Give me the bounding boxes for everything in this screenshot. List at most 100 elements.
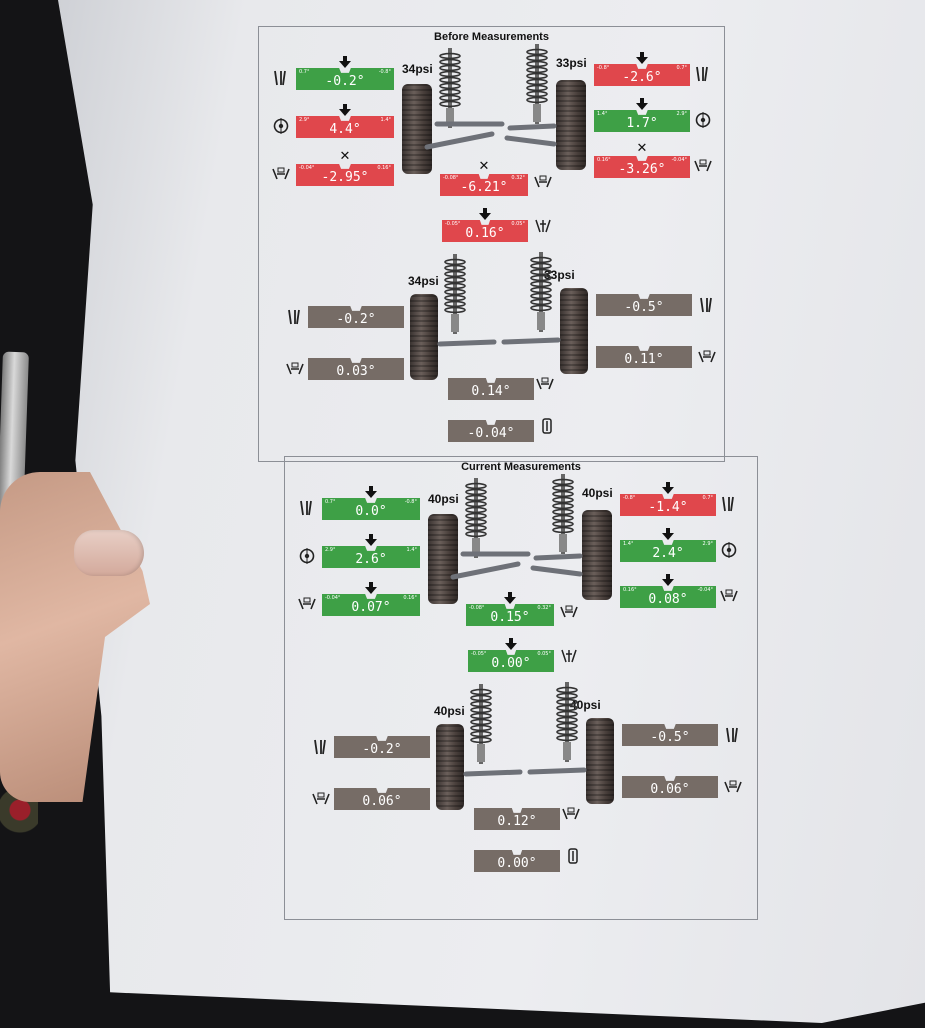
gauge-value: -3.26° <box>618 162 666 177</box>
gauge-min-label: 2.9° <box>299 117 310 123</box>
gauge-value: 0.06° <box>362 794 402 809</box>
front-right-toe-gauge: 0.16°-0.04°0.08° <box>620 586 716 608</box>
gauge-value: 1.7° <box>626 116 658 131</box>
caster-icon <box>720 542 738 558</box>
gauge-min-label: 0.16° <box>597 157 611 163</box>
gauge-max-label: -0.8° <box>404 499 417 505</box>
rear-right-tire <box>586 718 614 804</box>
caster-icon <box>272 118 290 134</box>
gauge-value: -2.6° <box>622 70 662 85</box>
toe-icon <box>536 376 554 392</box>
rear-right-toe-gauge: 0.11° <box>596 346 692 368</box>
gauge-value: 0.08° <box>648 592 688 607</box>
toe-icon <box>694 158 712 174</box>
gauge-min-label: 0.7° <box>325 499 336 505</box>
gauge-min-label: -0.05° <box>445 221 461 227</box>
camber-icon <box>694 66 712 82</box>
front-left-camber-gauge: 0.7° -0.8° 0.0° <box>322 498 420 520</box>
rear-right-toe-gauge: 0.06° <box>622 776 718 798</box>
left-front-strut <box>463 478 489 558</box>
rear-left-toe-gauge: 0.03° <box>308 358 404 380</box>
gauge-min-label: -0.08° <box>443 175 459 181</box>
before-measurements-panel: Before Measurements <box>258 26 725 462</box>
gauge-max-label: 0.32° <box>537 605 551 611</box>
spec-arrow-icon <box>504 592 516 604</box>
gauge-max-label: 0.7° <box>676 65 687 71</box>
gauge-value: 2.4° <box>652 546 684 561</box>
toe-icon <box>272 166 290 182</box>
spec-arrow-icon <box>662 528 674 540</box>
gauge-value: 0.15° <box>490 610 530 625</box>
setback-icon <box>560 648 578 664</box>
camber-icon <box>312 739 330 755</box>
gauge-value: 0.00° <box>497 856 537 871</box>
gauge-min-label: 1.4° <box>623 541 634 547</box>
spec-arrow-icon <box>662 574 674 586</box>
gauge-value: 0.0° <box>355 504 387 519</box>
spec-arrow-icon <box>365 486 377 498</box>
gauge-value: 0.11° <box>624 352 664 367</box>
front-left-psi: 34psi <box>402 62 433 76</box>
gauge-min-label: 0.16° <box>623 587 637 593</box>
right-front-strut <box>528 252 554 332</box>
right-front-strut <box>550 474 576 554</box>
spec-arrow-icon <box>662 482 674 494</box>
gauge-value: 0.03° <box>336 364 376 379</box>
spec-arrow-icon <box>365 534 377 546</box>
gauge-max-label: 0.7° <box>702 495 713 501</box>
out-of-range-x-icon: ✕ <box>478 159 490 174</box>
toe-icon <box>724 779 742 795</box>
gauge-max-label: 0.16° <box>377 165 391 171</box>
front-right-caster-gauge: 1.4°2.9°2.4° <box>620 540 716 562</box>
gauge-min-label: -0.04° <box>299 165 315 171</box>
gauge-value: -1.4° <box>648 500 688 515</box>
front-left-toe-gauge: -0.04° 0.16° 0.07° <box>322 594 420 616</box>
front-right-camber-gauge: -0.8°0.7°-2.6° <box>594 64 690 86</box>
front-right-toe-gauge: 0.16°-0.04°-3.26° <box>594 156 690 178</box>
gauge-min-label: 0.7° <box>299 69 310 75</box>
toe-icon <box>562 806 580 822</box>
front-total-toe-gauge: -0.08°0.32°0.15° <box>466 604 554 626</box>
caster-icon <box>298 548 316 564</box>
rear-right-tire <box>560 288 588 374</box>
spec-arrow-icon <box>339 104 351 116</box>
thumbnail <box>74 530 144 576</box>
right-front-strut <box>554 682 580 762</box>
gauge-max-label: 0.32° <box>511 175 525 181</box>
front-right-psi: 33psi <box>556 56 587 70</box>
toe-icon <box>286 361 304 377</box>
camber-icon <box>698 297 716 313</box>
gauge-value: 0.07° <box>351 600 391 615</box>
left-front-strut <box>442 254 468 334</box>
gauge-value: 4.4° <box>329 122 361 137</box>
toe-icon <box>698 349 716 365</box>
gauge-value: 2.6° <box>355 552 387 567</box>
rear-thrust-angle-gauge: -0.04° <box>448 420 534 442</box>
rear-left-camber-gauge: -0.2° <box>308 306 404 328</box>
gauge-value: 0.14° <box>471 384 511 399</box>
front-left-tire <box>428 514 458 604</box>
rear-left-psi: 34psi <box>408 274 439 288</box>
gauge-value: -0.5° <box>650 730 690 745</box>
gauge-value: 0.00° <box>491 656 531 671</box>
rear-right-camber-gauge: -0.5° <box>596 294 692 316</box>
out-of-range-x-icon: ✕ <box>636 141 648 156</box>
gauge-value: -2.95° <box>321 170 369 185</box>
gauge-value: -0.04° <box>467 426 515 441</box>
before-title: Before Measurements <box>434 31 549 43</box>
spec-arrow-icon <box>505 638 517 650</box>
gauge-value: 0.16° <box>465 226 505 241</box>
gauge-value: -0.2° <box>325 74 365 89</box>
current-title: Current Measurements <box>461 461 581 473</box>
spec-arrow-icon <box>339 56 351 68</box>
rear-left-toe-gauge: 0.06° <box>334 788 430 810</box>
rear-left-tire <box>436 724 464 810</box>
rear-thrust-angle-gauge: 0.00° <box>474 850 560 872</box>
gauge-max-label: 1.4° <box>406 547 417 553</box>
gauge-min-label: -0.04° <box>325 595 341 601</box>
front-right-psi: 40psi <box>582 486 613 500</box>
rear-total-toe-gauge: 0.14° <box>448 378 534 400</box>
gauge-min-label: 2.9° <box>325 547 336 553</box>
gauge-max-label: 0.16° <box>403 595 417 601</box>
spec-arrow-icon <box>365 582 377 594</box>
